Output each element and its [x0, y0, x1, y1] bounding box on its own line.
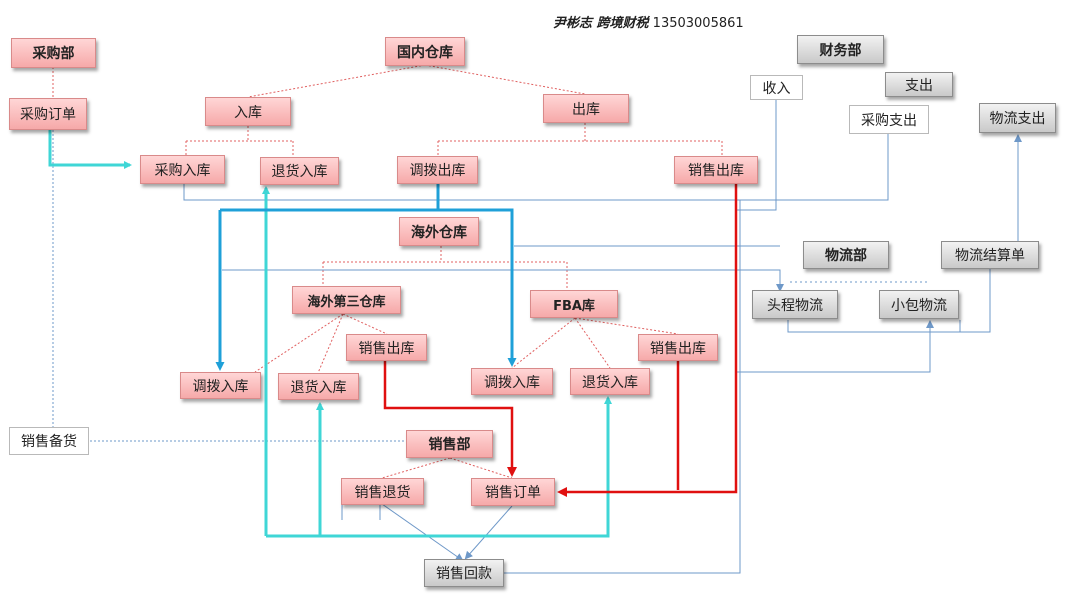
node-transfer-inbound-3pl[interactable]: 调拨入库 [180, 372, 261, 399]
node-sales-outbound-fba[interactable]: 销售出库 [638, 334, 718, 361]
author-caption: 尹彬志 跨境财税 13503005861 [553, 16, 744, 31]
node-sales-stock[interactable]: 销售备货 [9, 427, 89, 455]
red-sales-arrows [383, 184, 738, 497]
node-purchase-expense[interactable]: 采购支出 [849, 105, 929, 134]
node-logistics-settlement[interactable]: 物流结算单 [941, 241, 1039, 269]
node-logistics-expense[interactable]: 物流支出 [979, 103, 1056, 133]
node-sales-collection[interactable]: 销售回款 [424, 559, 504, 587]
node-expense[interactable]: 支出 [885, 72, 953, 97]
node-return-inbound-fba[interactable]: 退货入库 [570, 368, 650, 395]
cyan-flow-arrows [48, 130, 612, 538]
node-transfer-inbound-fba[interactable]: 调拨入库 [471, 368, 553, 395]
node-parcel-logistics[interactable]: 小包物流 [879, 290, 959, 319]
node-first-leg-logistics[interactable]: 头程物流 [752, 290, 838, 319]
node-purchasing-dept[interactable]: 采购部 [11, 38, 96, 68]
node-sales-outbound-domestic[interactable]: 销售出库 [674, 156, 758, 184]
node-return-inbound-3pl[interactable]: 退货入库 [278, 373, 359, 400]
node-overseas-warehouse[interactable]: 海外仓库 [399, 217, 479, 246]
blue-transfer-arrows [215, 184, 517, 371]
node-purchase-inbound[interactable]: 采购入库 [140, 155, 225, 184]
node-income[interactable]: 收入 [750, 75, 803, 100]
node-third-party-warehouse[interactable]: 海外第三仓库 [292, 286, 401, 314]
node-sales-return[interactable]: 销售退货 [341, 478, 424, 505]
node-finance-dept[interactable]: 财务部 [797, 35, 884, 64]
node-transfer-outbound[interactable]: 调拨出库 [397, 156, 478, 184]
node-fba-warehouse[interactable]: FBA库 [530, 290, 618, 318]
node-sales-order[interactable]: 销售订单 [471, 478, 555, 506]
node-logistics-dept[interactable]: 物流部 [803, 241, 889, 269]
node-return-inbound-domestic[interactable]: 退货入库 [260, 157, 339, 185]
tree-connectors [52, 64, 723, 479]
node-purchase-order[interactable]: 采购订单 [9, 98, 87, 130]
node-outbound[interactable]: 出库 [543, 94, 629, 123]
node-inbound[interactable]: 入库 [205, 97, 291, 126]
node-sales-dept[interactable]: 销售部 [406, 430, 493, 458]
node-sales-outbound-3pl[interactable]: 销售出库 [346, 334, 427, 361]
node-domestic-warehouse[interactable]: 国内仓库 [385, 37, 465, 66]
